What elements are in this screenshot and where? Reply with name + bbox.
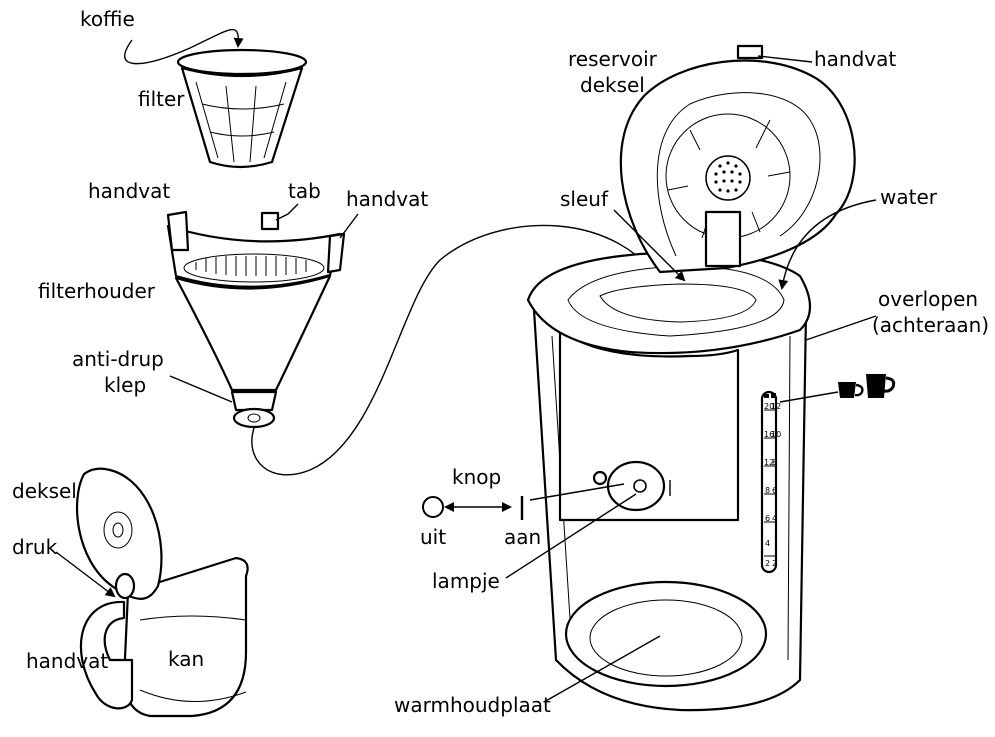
gauge-right-3: 6 bbox=[772, 486, 777, 495]
label-achteraan: (achteraan) bbox=[872, 313, 989, 337]
gauge-right-1: 10 bbox=[771, 430, 781, 439]
water-level-gauge: 20 16 12 8 6 4 2 12 10 8 6 4 2 bbox=[764, 393, 781, 568]
large-mug-icon bbox=[866, 374, 896, 398]
label-reservoir: reservoir bbox=[568, 47, 658, 71]
coffee-maker-body bbox=[532, 308, 808, 712]
reservoir-rim bbox=[526, 251, 812, 355]
label-uit: uit bbox=[420, 525, 446, 549]
filter-part bbox=[176, 48, 308, 169]
koffie-arrow bbox=[124, 29, 244, 65]
gauge-right-0: 12 bbox=[771, 402, 781, 411]
label-filter: filter bbox=[138, 87, 185, 111]
gauge-left-6: 2 bbox=[765, 559, 770, 568]
reservoir-lid bbox=[619, 44, 856, 274]
label-reservoir-deksel: deksel bbox=[580, 73, 645, 97]
carafe-part bbox=[75, 467, 249, 718]
gauge-right-4: 4 bbox=[772, 514, 777, 523]
label-aan: aan bbox=[504, 525, 541, 549]
label-handvat-kan: handvat bbox=[26, 649, 108, 673]
gauge-left-0: 20 bbox=[764, 402, 774, 411]
label-filterhouder: filterhouder bbox=[38, 279, 156, 303]
gauge-left-3: 8 bbox=[765, 486, 770, 495]
gauge-left-1: 16 bbox=[764, 430, 774, 439]
label-warmhoudplaat: warmhoudplaat bbox=[394, 693, 551, 717]
label-anti-drup: anti-drup bbox=[72, 347, 164, 371]
filter-holder-part bbox=[166, 210, 346, 429]
label-tab: tab bbox=[288, 179, 321, 203]
gauge-left-5: 4 bbox=[765, 539, 770, 548]
label-overlopen: overlopen bbox=[878, 287, 978, 311]
gauge-right-2: 8 bbox=[772, 458, 777, 467]
label-handvat-lid: handvat bbox=[814, 47, 896, 71]
label-lampje: lampje bbox=[432, 569, 500, 593]
small-cup-icon bbox=[838, 382, 864, 398]
label-druk: druk bbox=[12, 535, 58, 559]
label-kan: kan bbox=[168, 647, 204, 671]
label-knop: knop bbox=[452, 465, 501, 489]
gauge-right-5: 2 bbox=[772, 559, 777, 568]
label-water: water bbox=[880, 185, 938, 209]
label-handvat-left: handvat bbox=[88, 179, 170, 203]
leader-lines bbox=[55, 55, 877, 703]
label-handvat-right: handvat bbox=[346, 187, 428, 211]
gauge-left-4: 6 bbox=[765, 514, 770, 523]
labels: koffie filter handvat tab handvat filter… bbox=[12, 7, 989, 717]
off-circle-icon bbox=[422, 496, 444, 518]
lid-perforation bbox=[714, 161, 742, 193]
label-sleuf: sleuf bbox=[560, 187, 609, 211]
gauge-left-2: 12 bbox=[764, 458, 774, 467]
label-koffie: koffie bbox=[80, 7, 135, 31]
label-klep: klep bbox=[104, 373, 146, 397]
label-deksel-kan: deksel bbox=[12, 479, 77, 503]
